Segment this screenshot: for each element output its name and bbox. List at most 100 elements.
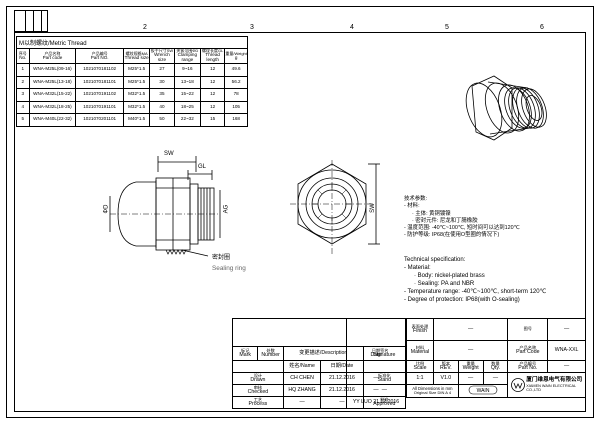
- label-cn: 日期: [371, 347, 381, 353]
- header-cn: 产品编号: [91, 50, 108, 56]
- spec-en-title: Technical specification:: [404, 257, 466, 263]
- spec-cn: 技术参数: - 材料: · 主体: 黄铜镀镍 · 密封元件: 尼龙和丁腈橡胶 -…: [404, 196, 520, 240]
- cell-thread-length: 15: [200, 113, 226, 127]
- label-cn: 图号: [523, 326, 532, 332]
- header-cn: 产品名称: [44, 50, 61, 56]
- partcode-value: WNA-XXL: [547, 340, 586, 361]
- cell-weight: 56.2: [224, 75, 248, 89]
- header-en: g: [234, 54, 238, 60]
- header-en: Part code: [42, 54, 63, 60]
- label-en: Mark: [239, 351, 251, 358]
- header-en: Thread size: [124, 54, 149, 60]
- spec-cn-title: 技术参数:: [404, 196, 428, 202]
- cell-part-no: 1021070191101: [75, 100, 125, 114]
- isometric-view-drawing: [465, 75, 547, 141]
- label-cn: 产品编号: [519, 360, 537, 366]
- label-cn: 设计: [253, 372, 263, 378]
- note-size: Original Size DIN A 4: [413, 390, 452, 396]
- cell-wrench: 27: [149, 63, 175, 77]
- side-view-drawing: [109, 156, 221, 257]
- cell-thread: M25*1.5: [123, 63, 151, 77]
- dim-sw-front: SW: [369, 203, 376, 213]
- company-name-en: XIAMEN WAIN ELECTRICAL CO.,LTD: [526, 384, 577, 393]
- callout-cn: 密封圈: [212, 255, 231, 261]
- label-cn: 版本: [441, 360, 451, 366]
- cell-wrench: 30: [149, 75, 175, 89]
- cell-thread: M25*1.5: [123, 75, 151, 89]
- date-empty: [346, 318, 406, 347]
- label-en: Finish: [413, 327, 427, 334]
- header-en: Wrench size: [154, 52, 170, 63]
- cell-wrench: 35: [149, 88, 175, 102]
- cell-wrench: 40: [149, 100, 175, 114]
- label-en: Part Code: [516, 348, 540, 355]
- cell-clamp: 15~22: [173, 88, 202, 102]
- label-cn: 标记: [241, 347, 250, 353]
- cell-thread-length: 12: [200, 100, 226, 114]
- spec-cn-line: · 主体: 黄铜镀镍: [412, 210, 451, 217]
- drawno-value: —: [547, 318, 586, 341]
- label-cn: 工艺: [253, 396, 263, 402]
- cell-thread-length: 12: [200, 88, 226, 102]
- cell-part-no: 1021070181101: [75, 75, 125, 89]
- label-en: REV.: [440, 364, 452, 371]
- dim-gl: GL: [198, 164, 207, 170]
- cell-part-no: 1021070201101: [75, 113, 125, 127]
- callout-en: Sealing ring: [212, 265, 246, 272]
- label-en: Qty.: [490, 364, 501, 371]
- header-name: 姓名/Name: [282, 360, 322, 373]
- zone-label: 6: [540, 24, 544, 31]
- cell-clamp: 9~16: [173, 63, 202, 77]
- spec-en-line: - Material:: [404, 265, 431, 271]
- drawing-frame: [6, 6, 594, 418]
- label-en: /Description: [319, 349, 348, 356]
- spec-cn-line: - 材料:: [404, 203, 420, 210]
- cell-part-code: WNA-M40L(22-32): [28, 113, 77, 127]
- label-cn: 产品名称: [519, 344, 537, 350]
- scale-value: 1:1: [406, 372, 434, 385]
- label-cn: 材料: [415, 344, 425, 350]
- table-caption: M以制螺纹/Metric Thread: [16, 36, 248, 48]
- stand-value: —: [346, 372, 406, 385]
- rev-value: V1.0: [432, 372, 459, 385]
- revision-strip: [14, 10, 48, 32]
- cell-no: 2: [16, 75, 30, 89]
- partno-value: —: [547, 360, 586, 373]
- cell-weight: 168: [224, 113, 248, 127]
- spec-en-line: - Degree of protection: IP68(with O-seal…: [404, 297, 520, 303]
- header-cn: 重量/Weight: [225, 50, 247, 56]
- spec-en: Technical specification: - Material: · B…: [404, 256, 546, 304]
- weight-value: —: [457, 372, 484, 385]
- front-view-drawing: [290, 160, 380, 254]
- cell-no: 3: [16, 88, 30, 102]
- checked-name: HQ ZHANG: [282, 384, 322, 397]
- cell-thread: M32*1.5: [123, 88, 151, 102]
- cell-part-no: 1021070181102: [75, 63, 125, 77]
- approved-date: 21.12.2016: [373, 398, 400, 405]
- cell-weight: 105: [224, 100, 248, 114]
- cell-thread: M32*1.5: [123, 100, 151, 114]
- zone-label: 2: [143, 24, 147, 31]
- label-en: Number: [261, 351, 280, 358]
- spec-en-line: · Body: nickel-plated brass: [414, 273, 485, 279]
- dim-ag: AG: [223, 204, 230, 214]
- spec-en-line: · Sealing: PA and NBR: [414, 281, 475, 287]
- dim-sw-side: SW: [164, 151, 174, 157]
- header-en: No.: [19, 54, 27, 60]
- label-cn: 比例: [415, 360, 425, 366]
- cell-part-code: WNA-M32L(18-25): [28, 100, 77, 114]
- header-en: Thread length: [205, 52, 220, 63]
- cell-part-code: WNA-M25L(13-18): [28, 75, 77, 89]
- cell-weight: 49.6: [224, 63, 248, 77]
- cell-thread-length: 12: [200, 63, 226, 77]
- header-cn: 螺纹长度GL: [202, 48, 224, 54]
- cell-thread: M40*1.5: [123, 113, 151, 127]
- label-en: Weight: [462, 364, 479, 371]
- zone-label: 4: [350, 24, 354, 31]
